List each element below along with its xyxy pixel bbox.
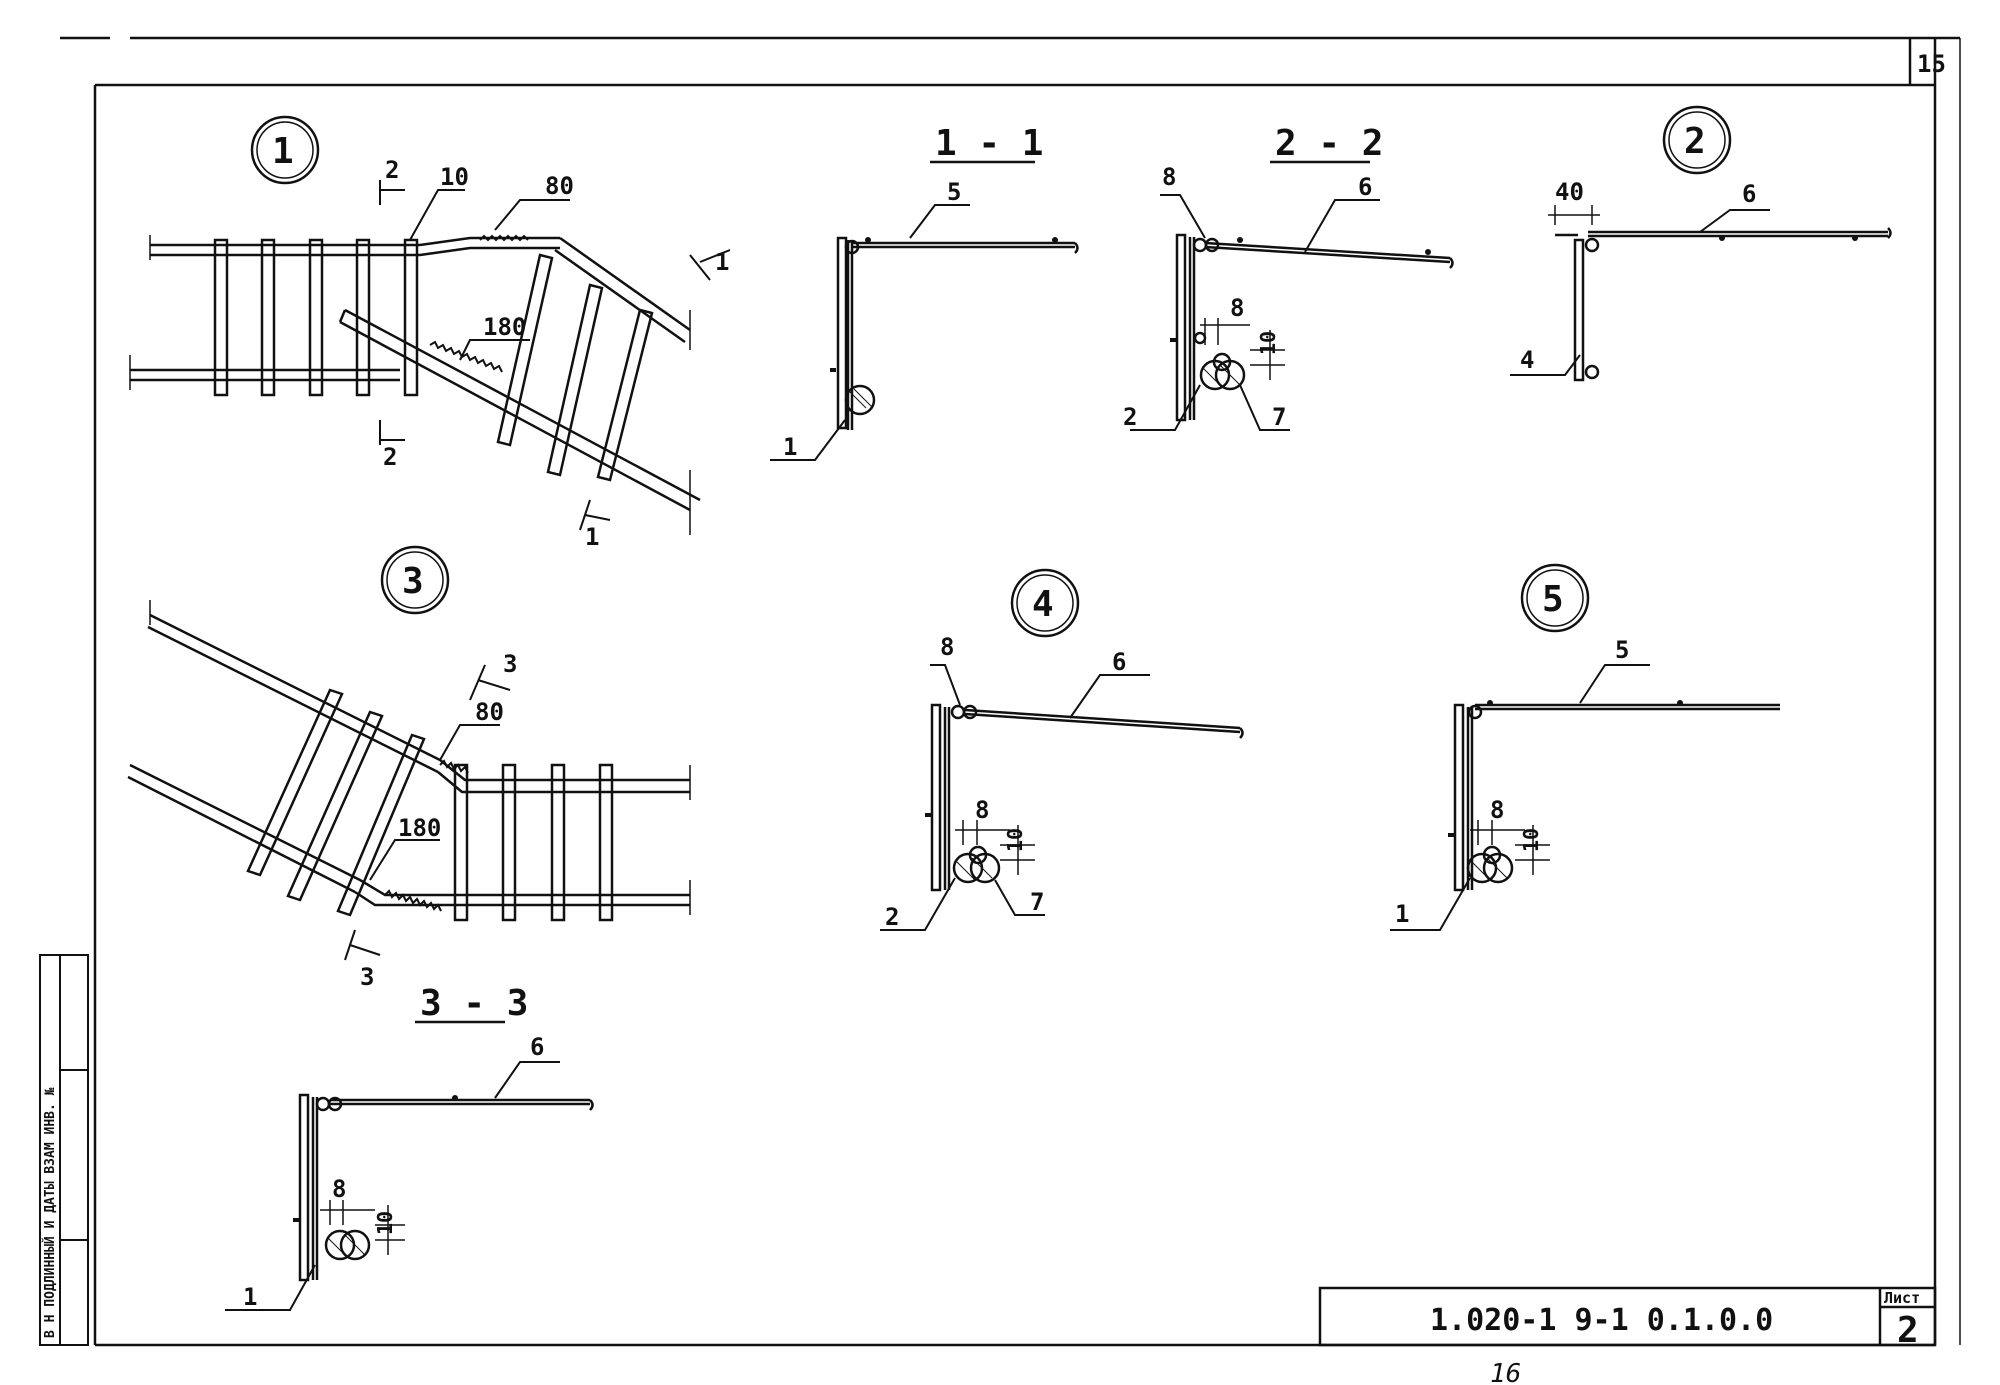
stamp-sheet-label: Лист xyxy=(1884,1289,1920,1307)
callout-s33-8: 8 xyxy=(332,1175,346,1203)
stamp-sheet-number: 2 xyxy=(1897,1310,1919,1351)
view-3-number: 3 xyxy=(402,561,424,602)
callout-v4-2: 2 xyxy=(885,903,899,931)
cut-1-bottom: 1 xyxy=(585,523,599,551)
callout-v4-10: 10 xyxy=(1003,828,1027,852)
callout-v3-180: 180 xyxy=(398,814,441,842)
side-strip xyxy=(39,954,89,1346)
cut-1-top: 1 xyxy=(715,248,729,276)
callout-v1-10: 10 xyxy=(440,163,469,191)
cut-2-top: 2 xyxy=(385,156,399,184)
section-3-3-title: 3 - 3 xyxy=(420,983,528,1024)
view-4-detail: 4 xyxy=(880,568,1244,931)
callout-v1-80: 80 xyxy=(545,172,574,200)
callout-s33-6: 6 xyxy=(530,1033,544,1061)
side-strip-text: В Н ПОДЛИННЫЙ И ДАТЫ ВЗАМ ИНВ. № xyxy=(42,1086,58,1338)
callout-v4-8b: 8 xyxy=(975,796,989,824)
view-3-detail: 3 xyxy=(127,545,691,991)
title-stamp xyxy=(1318,1286,1937,1347)
callout-s11-1: 1 xyxy=(783,433,797,461)
view-2-number: 2 xyxy=(1684,121,1706,162)
callout-s33-10: 10 xyxy=(373,1211,397,1235)
sheet-frame xyxy=(60,36,1961,1347)
callout-v4-6: 6 xyxy=(1112,648,1126,676)
hatch-bar-1 xyxy=(849,388,873,409)
callout-v5-8: 8 xyxy=(1490,796,1504,824)
callout-s22-7: 7 xyxy=(1272,403,1286,431)
section-2-2: 2 - 2 xyxy=(1123,123,1454,431)
cut-3-bottom: 3 xyxy=(360,963,374,991)
section-3-3: 3 - 3 6 xyxy=(225,983,594,1311)
callout-s33-1: 1 xyxy=(243,1283,257,1311)
bottom-note: 16 xyxy=(1490,1359,1521,1385)
view-5-number: 5 xyxy=(1542,579,1564,620)
callout-v5-1: 1 xyxy=(1395,900,1409,928)
callout-v2-4: 4 xyxy=(1520,346,1534,374)
callout-s22-8b: 8 xyxy=(1230,294,1244,322)
view-1-detail: 1 xyxy=(129,115,731,551)
callout-v2-6: 6 xyxy=(1742,180,1756,208)
callout-v3-80: 80 xyxy=(475,698,504,726)
callout-s22-6: 6 xyxy=(1358,173,1372,201)
section-1-1: 1 - 1 5 1 xyxy=(770,123,1079,461)
callout-s11-5: 5 xyxy=(947,178,961,206)
callout-v5-5: 5 xyxy=(1615,636,1629,664)
cut-3-top: 3 xyxy=(503,650,517,678)
callout-v2-40: 40 xyxy=(1555,178,1584,206)
page-number: 15 xyxy=(1917,50,1946,78)
section-1-1-title: 1 - 1 xyxy=(935,123,1043,164)
view-2-detail: 2 40 6 4 xyxy=(1510,105,1892,382)
callout-s22-8: 8 xyxy=(1162,163,1176,191)
view-1-number: 1 xyxy=(272,131,294,172)
callout-v1-180: 180 xyxy=(483,313,526,341)
view-1-bubble xyxy=(250,115,320,185)
section-2-2-title: 2 - 2 xyxy=(1275,123,1383,164)
view-4-number: 4 xyxy=(1032,584,1054,625)
view-5-detail: 5 5 8 1 xyxy=(1390,563,1780,931)
callout-v5-10: 10 xyxy=(1519,828,1543,852)
callout-s22-10: 10 xyxy=(1256,331,1280,355)
stamp-code: 1.020-1 9-1 0.1.0.0 xyxy=(1430,1303,1773,1338)
callout-v4-8: 8 xyxy=(940,633,954,661)
cut-2-bottom: 2 xyxy=(383,443,397,471)
callout-v4-7: 7 xyxy=(1030,888,1044,916)
callout-s22-2: 2 xyxy=(1123,403,1137,431)
